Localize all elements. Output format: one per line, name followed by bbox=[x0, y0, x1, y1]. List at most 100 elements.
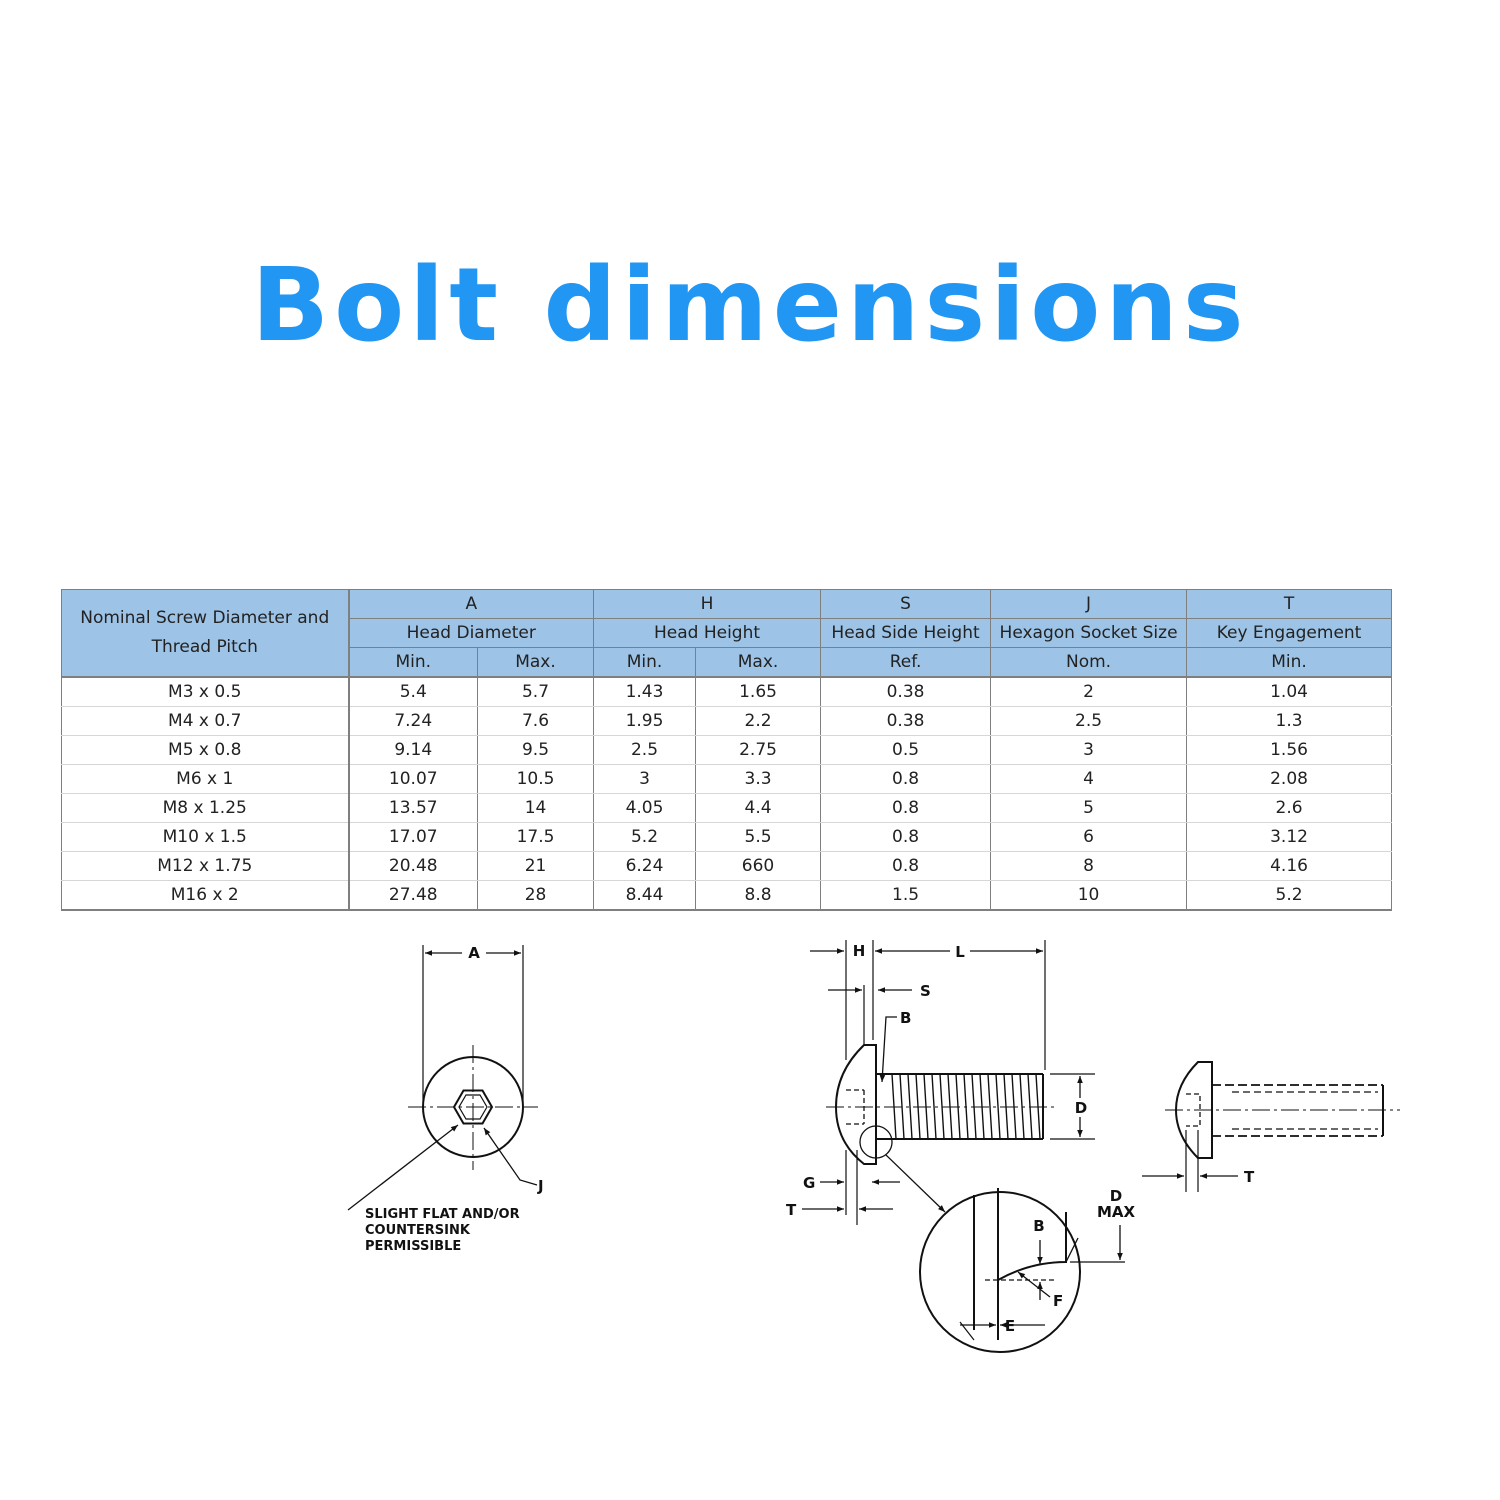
cell-a-max: 14 bbox=[476, 793, 595, 823]
header-sub-a-min: Min. bbox=[348, 647, 478, 678]
cell-h-min: 8.44 bbox=[593, 880, 697, 911]
cell-h-min: 1.43 bbox=[593, 676, 697, 707]
label-t-alt: T bbox=[1244, 1168, 1255, 1186]
cell-j-nom: 5 bbox=[990, 793, 1188, 823]
cell-h-max: 3.3 bbox=[695, 764, 822, 794]
cell-h-min: 6.24 bbox=[593, 851, 697, 881]
header-letter-j: J bbox=[990, 589, 1188, 619]
cell-h-min: 5.2 bbox=[593, 822, 697, 852]
cell-h-max: 2.75 bbox=[695, 735, 822, 765]
cell-a-max: 28 bbox=[476, 880, 595, 911]
cell-h-min: 2.5 bbox=[593, 735, 697, 765]
cell-s-ref: 0.8 bbox=[820, 793, 992, 823]
button-head-outline bbox=[834, 1044, 877, 1165]
cell-h-max: 660 bbox=[695, 851, 822, 881]
cell-t-min: 5.2 bbox=[1186, 880, 1393, 911]
label-t: T bbox=[786, 1201, 797, 1219]
label-j: J bbox=[537, 1177, 544, 1195]
cell-t-min: 2.6 bbox=[1186, 793, 1393, 823]
leader-b bbox=[879, 1016, 897, 1083]
label-b: B bbox=[900, 1009, 911, 1027]
cell-h-min: 3 bbox=[593, 764, 697, 794]
header-hexagon-socket-size: Hexagon Socket Size bbox=[990, 618, 1188, 648]
cell-s-ref: 0.8 bbox=[820, 822, 992, 852]
header-sub-h-min: Min. bbox=[593, 647, 697, 678]
cell-j-nom: 10 bbox=[990, 880, 1188, 911]
note-line-3: PERMISSIBLE bbox=[365, 1239, 461, 1254]
cell-h-max: 4.4 bbox=[695, 793, 822, 823]
cell-t-min: 1.3 bbox=[1186, 706, 1393, 736]
cell-s-ref: 0.38 bbox=[820, 706, 992, 736]
label-s: S bbox=[920, 982, 931, 1000]
cell-a-min: 17.07 bbox=[348, 822, 478, 852]
cell-a-min: 20.48 bbox=[348, 851, 478, 881]
cell-nominal: M3 x 0.5 bbox=[61, 676, 350, 707]
cell-a-min: 7.24 bbox=[348, 706, 478, 736]
cell-nominal: M5 x 0.8 bbox=[61, 735, 350, 765]
cell-s-ref: 1.5 bbox=[820, 880, 992, 911]
cell-nominal: M16 x 2 bbox=[61, 880, 350, 911]
header-sub-a-max: Max. bbox=[476, 647, 595, 678]
cell-nominal: M12 x 1.75 bbox=[61, 851, 350, 881]
cell-j-nom: 8 bbox=[990, 851, 1188, 881]
cell-j-nom: 6 bbox=[990, 822, 1188, 852]
cell-nominal: M6 x 1 bbox=[61, 764, 350, 794]
cell-t-min: 1.04 bbox=[1186, 676, 1393, 707]
cell-a-max: 9.5 bbox=[476, 735, 595, 765]
cell-a-max: 7.6 bbox=[476, 706, 595, 736]
label-d: D bbox=[1075, 1099, 1087, 1117]
cell-h-max: 5.5 bbox=[695, 822, 822, 852]
cell-j-nom: 2 bbox=[990, 676, 1188, 707]
detail-callout-circle bbox=[859, 1125, 893, 1159]
cell-a-min: 9.14 bbox=[348, 735, 478, 765]
note-line-1: SLIGHT FLAT AND/OR bbox=[365, 1207, 520, 1222]
cell-a-min: 5.4 bbox=[348, 676, 478, 707]
label-g: G bbox=[803, 1174, 815, 1192]
detail-circle bbox=[919, 1191, 1081, 1353]
cell-h-max: 2.2 bbox=[695, 706, 822, 736]
label-e: E bbox=[1005, 1317, 1015, 1335]
detail-magnified-view bbox=[919, 1188, 1125, 1353]
cell-h-max: 1.65 bbox=[695, 676, 822, 707]
cell-s-ref: 0.5 bbox=[820, 735, 992, 765]
cell-t-min: 3.12 bbox=[1186, 822, 1393, 852]
cell-t-min: 1.56 bbox=[1186, 735, 1393, 765]
header-letter-h: H bbox=[593, 589, 822, 619]
cell-a-min: 10.07 bbox=[348, 764, 478, 794]
cell-a-min: 27.48 bbox=[348, 880, 478, 911]
cell-s-ref: 0.8 bbox=[820, 764, 992, 794]
header-sub-t-min: Min. bbox=[1186, 647, 1393, 678]
cell-j-nom: 4 bbox=[990, 764, 1188, 794]
cell-nominal: M8 x 1.25 bbox=[61, 793, 350, 823]
head-top-view bbox=[347, 945, 538, 1211]
label-l: L bbox=[955, 943, 965, 961]
cell-nominal: M4 x 0.7 bbox=[61, 706, 350, 736]
cell-s-ref: 0.38 bbox=[820, 676, 992, 707]
cell-j-nom: 3 bbox=[990, 735, 1188, 765]
cell-h-min: 1.95 bbox=[593, 706, 697, 736]
page-title: Bolt dimensions bbox=[251, 246, 1249, 365]
header-letter-s: S bbox=[820, 589, 992, 619]
detail-callout-leader bbox=[885, 1154, 946, 1213]
label-dmax-max: MAX bbox=[1097, 1203, 1136, 1221]
bolt-side-view bbox=[802, 940, 1095, 1225]
leader-flat-note bbox=[347, 1124, 459, 1211]
label-f: F bbox=[1053, 1292, 1063, 1310]
label-a: A bbox=[468, 944, 480, 962]
leader-f bbox=[1017, 1271, 1051, 1298]
detail-fillet bbox=[997, 1212, 1067, 1281]
header-nominal-diameter: Nominal Screw Diameter and Thread Pitch bbox=[61, 589, 350, 678]
cell-a-max: 21 bbox=[476, 851, 595, 881]
cell-t-min: 2.08 bbox=[1186, 764, 1393, 794]
cell-a-max: 10.5 bbox=[476, 764, 595, 794]
cell-h-max: 8.8 bbox=[695, 880, 822, 911]
cell-t-min: 4.16 bbox=[1186, 851, 1393, 881]
